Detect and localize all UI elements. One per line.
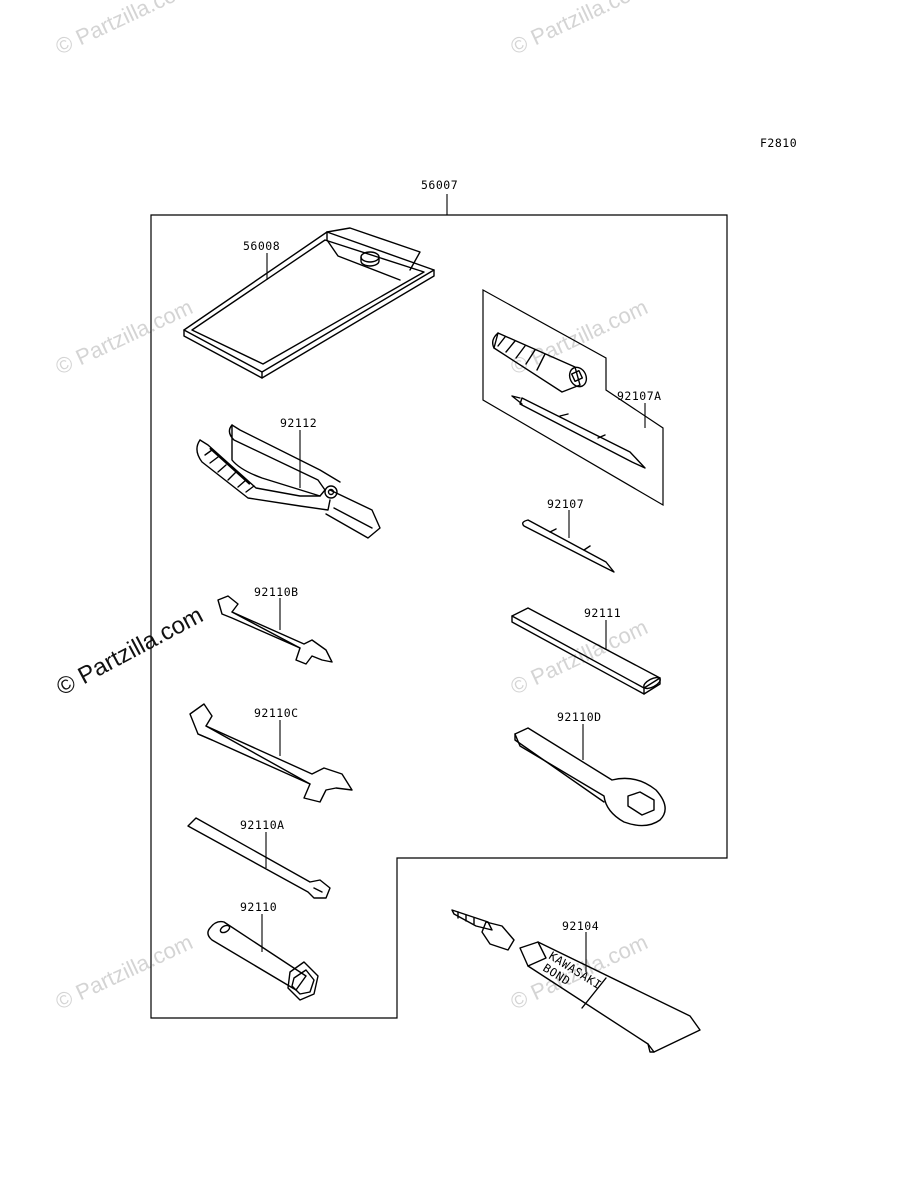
label-wrench-a: 92110A	[240, 818, 285, 832]
label-pliers: 92112	[280, 416, 317, 430]
label-case: 56008	[243, 239, 280, 253]
wrench-c	[189, 703, 353, 803]
kit-outline	[150, 214, 728, 1019]
label-plug-wrench: 92110	[240, 900, 277, 914]
watermark-text: © Partzilla.com	[507, 0, 652, 60]
label-wrench-c: 92110C	[254, 706, 299, 720]
tool-case	[183, 227, 435, 379]
watermark-large: © Partzilla.com	[52, 602, 207, 702]
label-screwdriver-set: 92107A	[617, 389, 662, 403]
label-screwdriver: 92107	[547, 497, 584, 511]
label-wrench-d: 92110D	[557, 710, 602, 724]
label-bond: 92104	[562, 919, 599, 933]
watermark-text: © Partzilla.com	[52, 0, 197, 60]
label-wrench-b: 92110B	[254, 585, 299, 599]
watermark-text: © Partzilla.com	[507, 294, 652, 379]
wrench-b	[217, 595, 333, 665]
plug-wrench	[207, 920, 319, 1001]
handle	[511, 607, 661, 695]
watermark-text: © Partzilla.com	[52, 294, 197, 379]
label-handle: 92111	[584, 606, 621, 620]
screwdriver	[521, 519, 615, 573]
figure-code: F2810	[760, 136, 797, 150]
wrench-d	[514, 727, 666, 827]
wrench-a	[187, 817, 331, 899]
screwdriver-set	[482, 288, 664, 507]
pliers	[196, 424, 381, 539]
watermark-text: © Partzilla.com	[52, 929, 197, 1014]
label-kit: 56007	[421, 178, 458, 192]
